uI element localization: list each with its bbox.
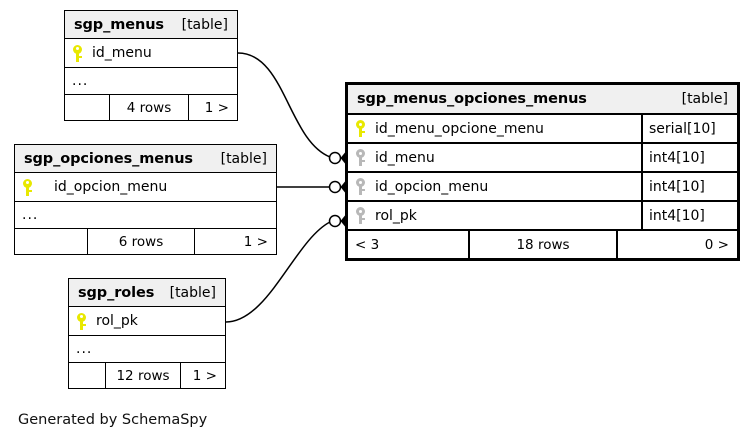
table-type-tag: [table] xyxy=(181,16,228,33)
column-label: id_opcion_menu xyxy=(375,178,489,195)
footer-children-count[interactable]: 1 > xyxy=(192,367,217,384)
column-label: id_menu xyxy=(92,45,152,61)
footer-row-count: 6 rows xyxy=(87,229,195,254)
table-type-tag: [table] xyxy=(220,150,267,167)
column-name-cell: id_menu xyxy=(65,39,237,67)
primary-key-icon xyxy=(73,44,82,62)
column-type: serial[10] xyxy=(641,115,737,142)
ellipsis-label: ... xyxy=(22,207,39,223)
column-label: id_menu_opcione_menu xyxy=(375,120,544,137)
primary-key-icon xyxy=(23,178,32,196)
footer-children-count[interactable]: 1 > xyxy=(243,233,268,250)
footer-row-count: 18 rows xyxy=(468,231,618,258)
table-title: sgp_menus xyxy=(74,16,164,33)
column-type: int4[10] xyxy=(641,144,737,171)
footer-parents-count[interactable]: < 3 xyxy=(355,236,380,253)
column-row-id-menu[interactable]: id_menu xyxy=(65,39,237,68)
primary-key-icon xyxy=(77,312,86,330)
footer-children-count[interactable]: 1 > xyxy=(204,99,229,116)
generated-by-caption: Generated by SchemaSpy xyxy=(18,412,208,428)
column-row-id-menu[interactable]: id_menu int4[10] xyxy=(348,144,737,173)
table-type-tag: [table] xyxy=(169,284,216,301)
column-name-cell: id_menu xyxy=(348,144,641,171)
more-columns-row[interactable]: ... xyxy=(15,202,276,229)
table-header-sgp-opciones-menus: sgp_opciones_menus [table] xyxy=(15,145,276,173)
table-footer-sgp-menus-opciones-menus: < 3 18 rows 0 > xyxy=(348,231,737,258)
table-title: sgp_opciones_menus xyxy=(24,150,193,167)
column-type: int4[10] xyxy=(641,202,737,229)
footer-children-count[interactable]: 0 > xyxy=(704,236,729,253)
foreign-key-icon xyxy=(356,149,365,166)
column-label: rol_pk xyxy=(375,207,417,224)
column-name-cell: id_opcion_menu xyxy=(348,173,641,200)
footer-parents-count xyxy=(65,95,109,120)
column-name-cell: rol_pk xyxy=(69,307,225,335)
footer-row-count: 12 rows xyxy=(105,363,181,388)
column-name-cell: id_menu_opcione_menu xyxy=(348,115,641,142)
column-name-cell: id_opcion_menu xyxy=(15,173,276,201)
table-type-tag: [table] xyxy=(681,91,728,107)
table-sgp-menus-opciones-menus[interactable]: sgp_menus_opciones_menus [table] id_menu… xyxy=(345,82,740,261)
column-name-cell: rol_pk xyxy=(348,202,641,229)
ellipsis-label: ... xyxy=(72,73,89,89)
table-header-sgp-menus-opciones-menus: sgp_menus_opciones_menus [table] xyxy=(348,85,737,115)
table-header-sgp-menus: sgp_menus [table] xyxy=(65,11,237,39)
table-sgp-menus[interactable]: sgp_menus [table] id_menu ... 4 rows 1 > xyxy=(64,10,238,121)
column-row-id-opcion-menu[interactable]: id_opcion_menu int4[10] xyxy=(348,173,737,202)
more-columns-row[interactable]: ... xyxy=(69,336,225,363)
column-row-rol-pk[interactable]: rol_pk xyxy=(69,307,225,336)
edge-sgp-opciones-menus-to-junction xyxy=(277,179,347,195)
table-footer-sgp-opciones-menus: 6 rows 1 > xyxy=(15,229,276,254)
footer-row-count: 4 rows xyxy=(109,95,189,120)
table-title: sgp_menus_opciones_menus xyxy=(357,91,587,107)
ellipsis-label: ... xyxy=(76,341,93,357)
column-row-rol-pk[interactable]: rol_pk int4[10] xyxy=(348,202,737,231)
table-footer-sgp-roles: 12 rows 1 > xyxy=(69,363,225,388)
column-row-id-menu-opcione-menu[interactable]: id_menu_opcione_menu serial[10] xyxy=(348,115,737,144)
column-label: rol_pk xyxy=(96,313,138,329)
column-label: id_opcion_menu xyxy=(54,179,168,195)
column-type: int4[10] xyxy=(641,173,737,200)
column-label: id_menu xyxy=(375,149,435,166)
primary-key-icon xyxy=(356,120,365,137)
more-columns-row[interactable]: ... xyxy=(65,68,237,95)
table-footer-sgp-menus: 4 rows 1 > xyxy=(65,95,237,120)
table-header-sgp-roles: sgp_roles [table] xyxy=(69,279,225,307)
foreign-key-icon xyxy=(356,207,365,224)
footer-parents-count xyxy=(69,363,105,388)
table-sgp-opciones-menus[interactable]: sgp_opciones_menus [table] id_opcion_men… xyxy=(14,144,277,255)
table-title: sgp_roles xyxy=(78,284,155,301)
foreign-key-icon xyxy=(356,178,365,195)
column-row-id-opcion-menu[interactable]: id_opcion_menu xyxy=(15,173,276,202)
table-sgp-roles[interactable]: sgp_roles [table] rol_pk ... 12 rows 1 > xyxy=(68,278,226,389)
footer-parents-count xyxy=(15,229,87,254)
